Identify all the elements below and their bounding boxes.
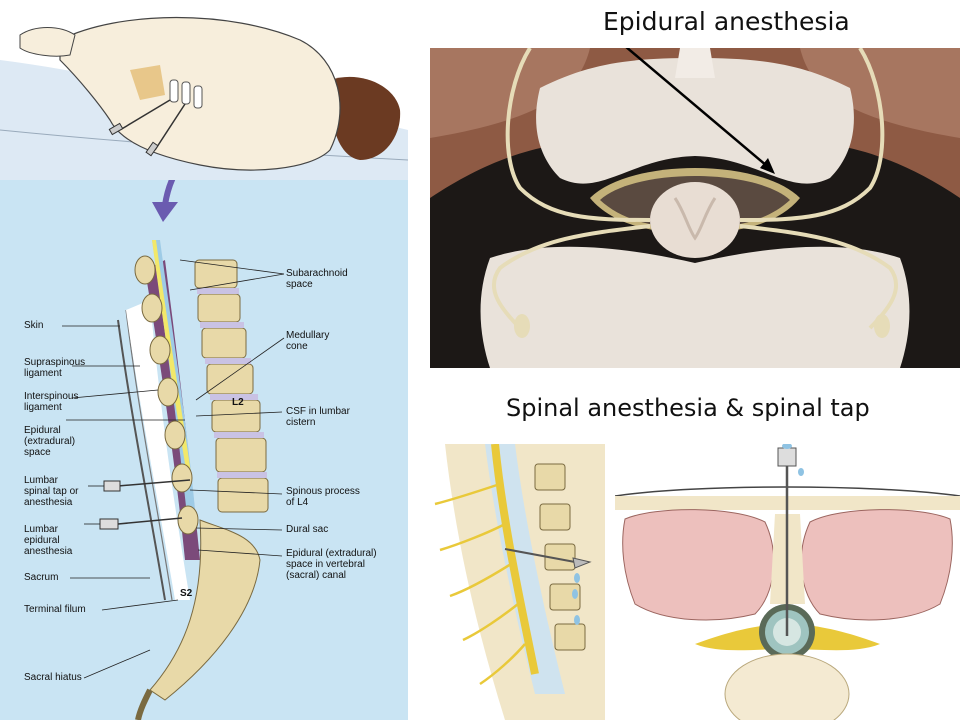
label-skin: Skin bbox=[24, 320, 44, 331]
spinal-tap-axial-panel bbox=[615, 444, 960, 720]
epidural-cross-section-illustration bbox=[430, 48, 960, 368]
sagittal-spine-panel: Skin Supraspinous ligament Interspinous … bbox=[0, 180, 408, 720]
patient-position-panel bbox=[0, 0, 408, 180]
vertebra-label-s2: S2 bbox=[180, 588, 193, 599]
sagittal-spine-illustration bbox=[62, 180, 285, 720]
spinal-tap-sagittal-illustration bbox=[434, 444, 605, 720]
patient-illustration bbox=[0, 16, 408, 180]
label-epidural-space: Epidural (extradural) space bbox=[24, 425, 76, 458]
label-medullary-cone: Medullary cone bbox=[286, 330, 330, 352]
label-terminal-filum: Terminal filum bbox=[24, 604, 86, 615]
spinal-tap-sagittal-panel bbox=[425, 444, 605, 720]
spinal-tap-axial-illustration bbox=[615, 444, 960, 720]
label-lumbar-epidural-anesthesia: Lumbar epidural anesthesia bbox=[24, 524, 73, 557]
label-csf-lumbar-cistern: CSF in lumbar cistern bbox=[286, 406, 350, 428]
label-spinous-process-l4: Spinous process of L4 bbox=[286, 486, 360, 508]
label-lumbar-spinal-tap: Lumbar spinal tap or anesthesia bbox=[24, 475, 79, 508]
epidural-cross-section-panel bbox=[430, 48, 960, 368]
label-supraspinous-ligament: Supraspinous ligament bbox=[24, 357, 86, 379]
label-subarachnoid-space: Subarachnoid space bbox=[286, 268, 348, 290]
label-sacral-hiatus: Sacral hiatus bbox=[24, 672, 82, 683]
title-epidural-anesthesia: Epidural anesthesia bbox=[603, 7, 850, 36]
label-sacrum: Sacrum bbox=[24, 572, 59, 583]
title-spinal-anesthesia: Spinal anesthesia & spinal tap bbox=[506, 394, 870, 422]
label-epidural-sacral-canal: Epidural (extradural) space in vertebral… bbox=[286, 548, 377, 581]
label-interspinous-ligament: Interspinous ligament bbox=[24, 391, 79, 413]
label-dural-sac: Dural sac bbox=[286, 524, 329, 535]
vertebra-label-l2: L2 bbox=[232, 397, 244, 408]
